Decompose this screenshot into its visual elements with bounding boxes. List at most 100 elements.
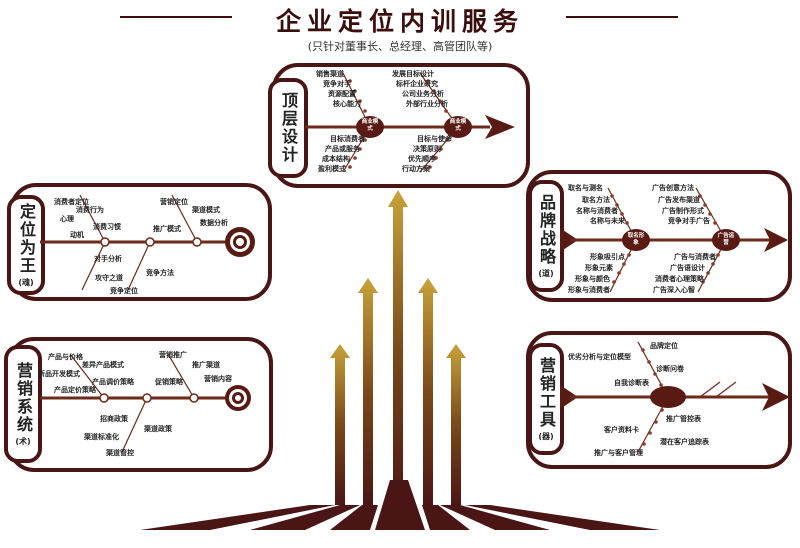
left2-label: 渠道政策 — [144, 425, 172, 433]
tab-marketing-system-label: 营销系统 — [14, 361, 33, 434]
right1-label: 形象与消费者 — [568, 286, 610, 294]
top-node-2: 商业模式 — [449, 119, 467, 132]
title-rule-right — [566, 16, 678, 18]
tab-top-design-label: 顶层设计 — [279, 92, 298, 164]
title-rule-left — [120, 16, 232, 18]
right2-label: 诊断问卷 — [656, 365, 684, 373]
right1-label: 形象元素 — [585, 264, 613, 272]
left2-label: 招商政策 — [100, 415, 128, 423]
left1-label: 消费行为 — [76, 206, 104, 214]
right1-label: 广告与消费者 — [674, 253, 716, 261]
tab-brand-strategy-sub: (道) — [538, 268, 554, 278]
top-label: 盈利模式 — [318, 165, 346, 173]
right1-label: 取名方法 — [582, 196, 610, 204]
right1-label: 消费者心理策略 — [655, 275, 704, 283]
top-label: 优先顺序 — [408, 155, 436, 163]
left1-label: 攻守之道 — [95, 274, 123, 282]
left2-label: 营销推广 — [159, 351, 187, 359]
right1-node-1: 取名形象 — [627, 233, 645, 246]
left1-label: 消费习惯 — [93, 223, 121, 231]
page-title: 企业定位内训服务 — [275, 7, 524, 36]
arrow-right-inner — [418, 278, 438, 505]
top-node-1: 商业模式 — [361, 119, 379, 132]
right1-node-2: 广告运营 — [717, 233, 735, 246]
base-spike-3 — [330, 505, 378, 530]
right2-label: 客户资料卡 — [604, 426, 639, 434]
tab-positioning-label: 定位为王 — [17, 202, 36, 275]
right1-label: 竞争对手广告 — [668, 217, 710, 225]
top-label: 行动方案 — [402, 165, 430, 173]
top-label: 资源配置 — [328, 90, 356, 98]
arrow-center — [388, 190, 408, 510]
right2-label: 推广管控表 — [666, 415, 701, 423]
top-label: 外部行业分析 — [406, 100, 448, 108]
right2-label: 优劣分析与定位模型 — [568, 353, 631, 361]
arrow-left-inner — [358, 278, 378, 505]
left1-label: 竞争方法 — [146, 269, 174, 277]
right1-label: 取名与测名 — [568, 184, 603, 192]
right2-label: 推广与客户管理 — [594, 449, 643, 457]
right1-label: 广告创意方法 — [652, 184, 694, 192]
arrow-left-outer — [330, 344, 350, 505]
left2-label: 差异产品模式 — [82, 361, 124, 369]
base-spike-4 — [375, 480, 425, 530]
top-label: 公司业务分析 — [402, 90, 444, 98]
left1-label: 渠道模式 — [192, 206, 220, 214]
top-label: 产品或服务 — [325, 145, 360, 153]
tab-positioning-sub: (魂) — [18, 277, 34, 287]
left1-label: 推广模式 — [153, 225, 181, 233]
top-label: 竞争对手 — [323, 80, 351, 88]
right1-label: 广告制作形式 — [662, 207, 704, 215]
top-label: 标杆企业研究 — [396, 80, 438, 88]
tab-marketing-tools-sub: (器) — [538, 431, 554, 441]
left2-label: 渠道标准化 — [84, 433, 119, 441]
left2-label: 渠道管控 — [106, 449, 134, 457]
tab-marketing-tools-label: 营销工具 — [537, 356, 556, 429]
base-spike-6 — [440, 505, 550, 530]
top-label: 销售渠道 — [316, 70, 344, 78]
top-label: 目标消费者 — [330, 135, 365, 143]
left1-label: 数据分析 — [200, 219, 228, 227]
left1-label: 动机 — [70, 231, 84, 239]
base-spike-2 — [250, 505, 360, 530]
tab-marketing-system: 营销系统 (术) — [4, 345, 42, 463]
left2-label: 产品定价策略 — [54, 386, 96, 394]
tab-brand-strategy-label: 品牌战略 — [537, 193, 556, 266]
top-label: 发展目标设计 — [392, 70, 434, 78]
right1-label: 名称与消费者 — [576, 207, 618, 215]
left1-label: 对手分析 — [94, 255, 122, 263]
left2-label: 推广渠道 — [192, 361, 220, 369]
right1-label: 广告深入心智 — [653, 286, 695, 294]
arrow-right-outer — [446, 344, 466, 505]
left2-label: 营销内容 — [204, 375, 232, 383]
right2-label: 品牌定位 — [650, 342, 678, 350]
right1-label: 形象吸引点 — [590, 253, 625, 261]
right1-label: 广告发布渠道 — [658, 196, 700, 204]
base-spike-1 — [140, 505, 335, 530]
top-label: 核心能力 — [333, 100, 361, 108]
left2-label: 产品与价格 — [48, 353, 83, 361]
left1-label: 心理 — [60, 215, 74, 223]
left1-label: 竞争定位 — [110, 287, 138, 295]
tab-positioning: 定位为王 (魂) — [7, 195, 45, 295]
right1-label: 名称与未来 — [590, 217, 625, 225]
left2-label: 新品开发模式 — [38, 370, 80, 378]
base-spike-7 — [465, 505, 660, 530]
left1-label: 营销定位 — [160, 198, 188, 206]
top-label: 决策原则 — [413, 145, 441, 153]
tab-marketing-system-sub: (术) — [15, 436, 31, 446]
left2-label: 产品调价策略 — [92, 378, 134, 386]
right2-label: 潜在客户追踪表 — [660, 438, 709, 446]
base-spike-5 — [422, 505, 470, 530]
right1-label: 广告语设计 — [670, 264, 705, 272]
right2-label: 自我诊断表 — [614, 379, 649, 387]
page-subtitle: (只针对董事长、总经理、高管团队等) — [307, 40, 493, 53]
top-label: 成本结构 — [322, 155, 350, 163]
top-label: 目标与使命 — [417, 135, 452, 143]
